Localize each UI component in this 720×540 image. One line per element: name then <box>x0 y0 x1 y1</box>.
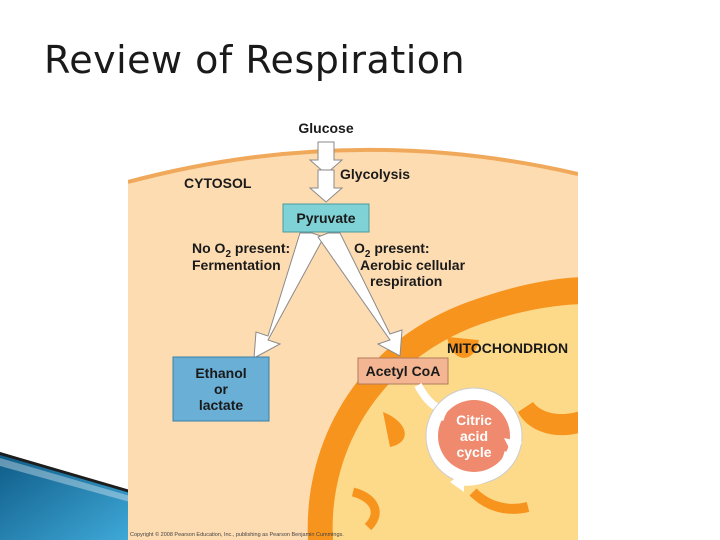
corner-decoration <box>0 452 130 540</box>
glycolysis-label: Glycolysis <box>340 166 410 182</box>
o2-present-label: O2 present: <box>354 240 430 260</box>
cycle-label: cycle <box>456 444 491 460</box>
pyruvate-label: Pyruvate <box>296 210 355 226</box>
citric-label: Citric <box>456 412 492 428</box>
copyright-text: Copyright © 2008 Pearson Education, Inc.… <box>130 531 344 538</box>
fermentation-label: Fermentation <box>192 257 281 273</box>
acetyl-coa-label: Acetyl CoA <box>366 363 441 379</box>
glucose-label: Glucose <box>298 120 353 136</box>
acetyl-coa-box <box>357 357 449 385</box>
ethanol-lactate-box <box>172 356 270 422</box>
respiration-diagram: Glucose Glycolysis CYTOSOL Pyruvate No O… <box>128 112 578 540</box>
acid-label: acid <box>460 428 488 444</box>
or-label: or <box>214 381 229 397</box>
cell-membrane <box>128 147 578 184</box>
lactate-label: lactate <box>199 397 244 413</box>
respiration-label: respiration <box>370 273 442 289</box>
aerobic-arrow <box>317 232 403 357</box>
no-o2-label: No O2 present: <box>192 240 290 260</box>
citric-acid-cycle <box>425 387 523 492</box>
mitochondrion-label: MITOCHONDRION <box>447 340 568 356</box>
ethanol-label: Ethanol <box>195 365 246 381</box>
pyruvate-box <box>282 203 370 233</box>
glycolysis-arrow <box>308 141 344 203</box>
cytosol-label: CYTOSOL <box>184 175 252 191</box>
aerobic-label: Aerobic cellular <box>360 257 466 273</box>
slide-title: Review of Respiration <box>44 38 466 82</box>
